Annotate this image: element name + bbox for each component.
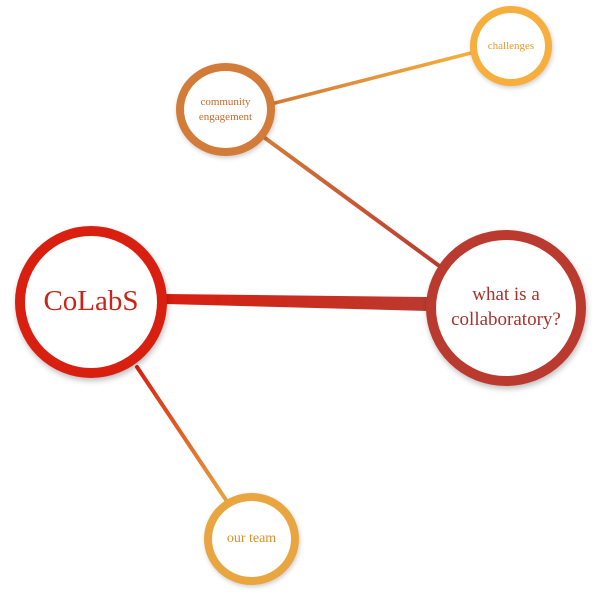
node-community-engagement[interactable]: community engagement	[176, 63, 275, 156]
edge-collaboratory-community	[263, 136, 440, 267]
node-challenges[interactable]: challenges	[470, 6, 552, 86]
node-community-label: community engagement	[198, 96, 253, 123]
node-colabs-label: CoLabS	[43, 285, 139, 318]
edge-colabs-team	[135, 365, 230, 505]
edge-colabs-collaboratory	[166, 294, 428, 311]
node-our-team[interactable]: our team	[204, 493, 299, 585]
node-what-is-a-collaboratory[interactable]: what is a collaboratory?	[426, 230, 586, 386]
edge-community-challenges	[273, 51, 473, 105]
node-challenges-label: challenges	[487, 39, 535, 52]
node-team-label: our team	[226, 530, 277, 546]
node-collaboratory-label: what is a collaboratory?	[451, 284, 561, 330]
node-colabs[interactable]: CoLabS	[15, 226, 167, 378]
